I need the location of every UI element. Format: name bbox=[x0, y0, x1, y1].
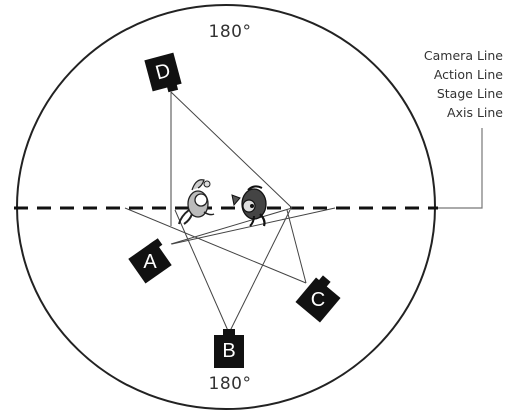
camera-a-label: A bbox=[143, 251, 157, 273]
camera-a: A bbox=[128, 238, 172, 284]
angle-label-bottom: 180° bbox=[209, 374, 252, 394]
angle-label-top: 180° bbox=[209, 22, 252, 42]
legend-item-axis-line: Axis Line bbox=[447, 105, 503, 120]
camera-d: D bbox=[144, 52, 182, 93]
camera-c-label: C bbox=[311, 289, 325, 311]
actor-left-figure bbox=[178, 179, 215, 225]
camera-b: B bbox=[214, 329, 244, 368]
camera-c: C bbox=[295, 275, 341, 323]
legend-connector bbox=[438, 128, 483, 209]
legend-item-camera-line: Camera Line bbox=[424, 48, 503, 63]
camera-d-label: D bbox=[153, 60, 173, 85]
camera-b-label: B bbox=[222, 340, 235, 362]
sight-lines bbox=[124, 91, 336, 334]
legend: Camera Line Action Line Stage Line Axis … bbox=[424, 48, 503, 120]
legend-item-action-line: Action Line bbox=[434, 67, 503, 82]
legend-item-stage-line: Stage Line bbox=[437, 86, 503, 101]
actor-right-figure bbox=[231, 185, 267, 227]
